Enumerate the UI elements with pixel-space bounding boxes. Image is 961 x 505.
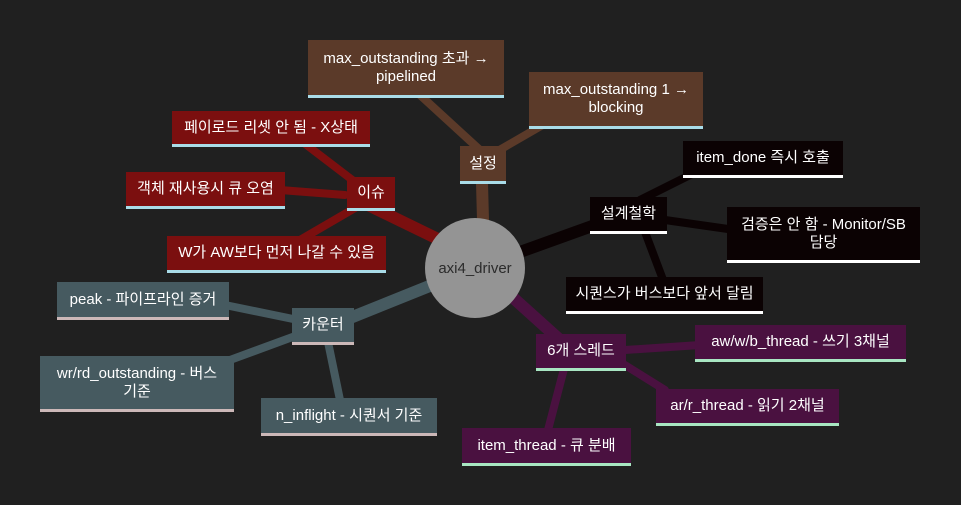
edge-counter-child-3 (324, 338, 344, 404)
counter-child-n-inflight[interactable]: n_inflight - 시퀀서 기준 (261, 398, 437, 436)
threads-child-item-thread[interactable]: item_thread - 큐 분배 (462, 428, 631, 466)
edge-settings-child-1 (416, 91, 484, 154)
issues-child-queue-pollution[interactable]: 객체 재사용시 큐 오염 (126, 172, 285, 209)
issues-child-w-before-aw[interactable]: W가 AW보다 먼저 나갈 수 있음 (167, 236, 386, 273)
edge-philosophy-child-2 (661, 216, 739, 234)
issues-child-payload-reset[interactable]: 페이로드 리셋 안 됨 - X상태 (172, 111, 370, 147)
edge-counter-child-1 (221, 301, 302, 324)
branch-counter-node[interactable]: 카운터 (292, 308, 354, 345)
branch-philosophy-node[interactable]: 설계철학 (590, 197, 667, 234)
branch-threads-node[interactable]: 6개 스레드 (536, 334, 626, 371)
edge-root-settings (476, 177, 489, 226)
edge-root-counter (339, 279, 438, 326)
settings-child-pipelined[interactable]: max_outstanding 초과 → pipelined (308, 40, 504, 98)
edge-root-philosophy (514, 219, 601, 258)
edge-issues-child-1 (296, 136, 359, 186)
philosophy-child-no-verification[interactable]: 검증은 안 함 - Monitor/SB 담당 (727, 207, 920, 263)
root-node[interactable]: axi4_driver (425, 218, 525, 318)
edge-issues-child-2 (276, 186, 349, 199)
philosophy-child-sequence-ahead[interactable]: 시퀀스가 버스보다 앞서 달림 (566, 277, 763, 314)
branch-settings-node[interactable]: 설정 (460, 146, 506, 184)
threads-child-write-channels[interactable]: aw/w/b_thread - 쓰기 3채널 (695, 325, 906, 362)
edge-counter-child-2 (226, 331, 302, 364)
settings-child-blocking[interactable]: max_outstanding 1 → blocking (529, 72, 703, 129)
philosophy-child-item-done[interactable]: item_done 즉시 호출 (683, 141, 843, 178)
edge-threads-child-1 (621, 341, 704, 354)
edge-root-threads (504, 289, 566, 346)
branch-issues-node[interactable]: 이슈 (347, 177, 395, 211)
counter-child-wr-rd-outstanding[interactable]: wr/rd_outstanding - 버스 기준 (40, 356, 234, 412)
edge-philosophy-child-3 (641, 228, 669, 289)
counter-child-peak[interactable]: peak - 파이프라인 증거 (57, 282, 229, 320)
edge-threads-child-2 (616, 358, 669, 394)
threads-child-read-channels[interactable]: ar/r_thread - 읽기 2채널 (656, 389, 839, 426)
edge-threads-child-3 (544, 361, 569, 434)
edge-issues-child-3 (296, 204, 359, 244)
